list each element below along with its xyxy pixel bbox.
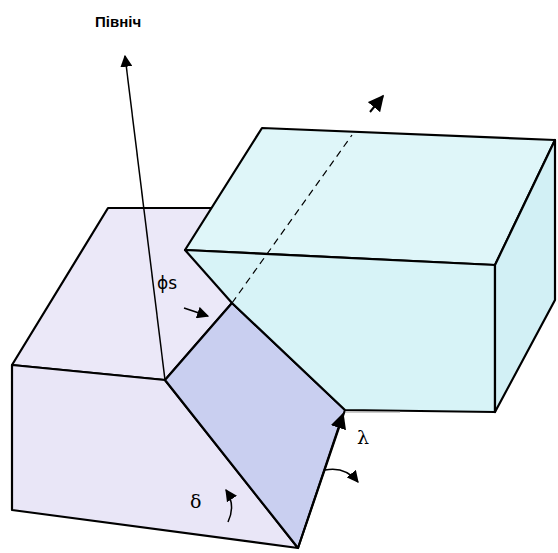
slip-arrow [370, 96, 383, 112]
dip-arc [226, 490, 232, 522]
hangingwall-side [495, 140, 555, 412]
north-arrow [125, 56, 165, 380]
strike-dashed [232, 135, 352, 303]
strike-angle-arrow [184, 308, 208, 316]
hangingwall-front [185, 250, 495, 412]
rake-vector [298, 414, 343, 548]
hangingwall-top [185, 128, 555, 265]
fault-base [345, 412, 400, 413]
strike-angle-label: ϕs [157, 275, 177, 292]
north-label: Північ [95, 14, 141, 29]
rake-arc [325, 469, 358, 482]
rake-label: λ [357, 428, 369, 447]
dip-label: δ [190, 492, 201, 511]
